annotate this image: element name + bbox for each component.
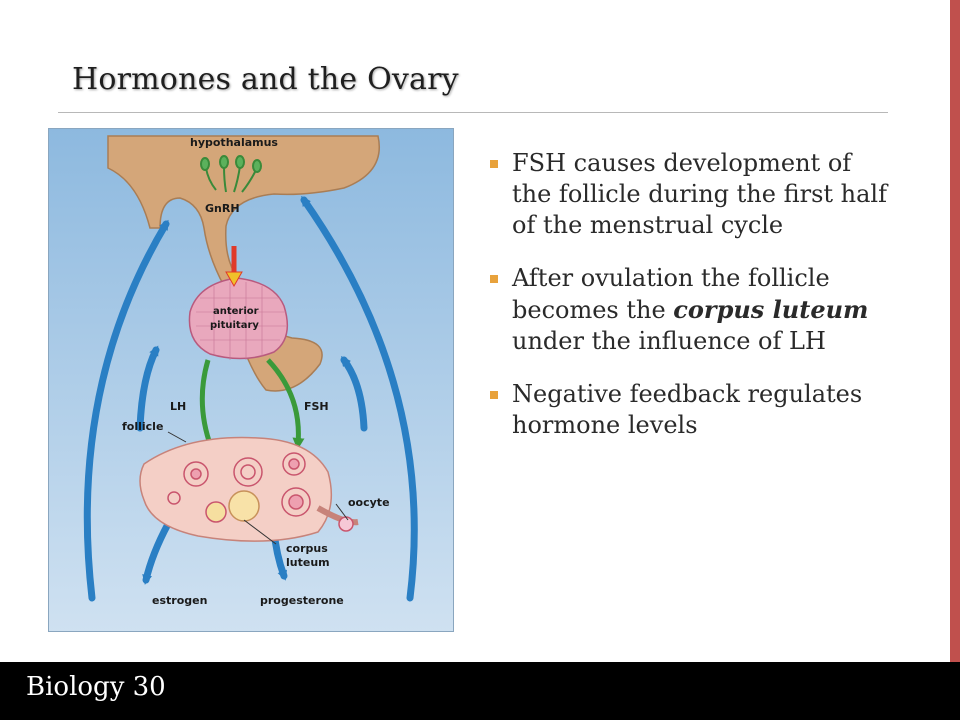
label-pituitary: pituitary bbox=[210, 320, 259, 331]
ovary-hormone-diagram: hypothalamus GnRH anterior pituitary LH … bbox=[47, 127, 455, 633]
bullet-marker bbox=[490, 160, 498, 168]
oocyte-cell bbox=[338, 516, 354, 532]
label-progesterone: progesterone bbox=[260, 594, 344, 607]
label-lh: LH bbox=[170, 400, 186, 413]
accent-bar bbox=[950, 0, 960, 662]
gnrh-arrowhead bbox=[225, 271, 243, 288]
bullet-item-feedback: Negative feedback regulates hormone leve… bbox=[488, 379, 898, 441]
bullet-text-before: After ovulation the follicle becomes the bbox=[512, 264, 830, 324]
label-follicle: follicle bbox=[122, 420, 163, 433]
pituitary-cell-texture bbox=[196, 282, 286, 360]
label-gnrh: GnRH bbox=[205, 202, 240, 215]
label-oocyte: oocyte bbox=[348, 496, 390, 509]
diagram-svg: hypothalamus GnRH anterior pituitary LH … bbox=[47, 127, 455, 633]
bullet-emphasis: corpus luteum bbox=[673, 295, 869, 324]
anterior-pituitary-shape bbox=[188, 277, 289, 360]
label-luteum: luteum bbox=[286, 556, 330, 569]
title-divider bbox=[58, 112, 888, 113]
label-fsh: FSH bbox=[304, 400, 329, 413]
bullet-item-fsh: FSH causes development of the follicle d… bbox=[488, 148, 898, 241]
bullet-text-after: under the influence of LH bbox=[512, 327, 826, 355]
label-leaders bbox=[167, 431, 349, 545]
bullet-marker bbox=[490, 391, 498, 399]
ovary-follicles bbox=[167, 452, 311, 523]
corpus-luteum-body bbox=[228, 490, 260, 522]
diagram-background bbox=[47, 127, 455, 633]
bullet-text: FSH causes development of the follicle d… bbox=[512, 149, 887, 239]
bullet-text: Negative feedback regulates hormone leve… bbox=[512, 380, 863, 439]
gnrh-neurons bbox=[200, 155, 262, 193]
label-hypothalamus: hypothalamus bbox=[190, 136, 278, 149]
bullet-item-ovulation: After ovulation the follicle becomes the… bbox=[488, 263, 898, 357]
footer-course-name: Biology 30 bbox=[26, 672, 166, 702]
bullet-marker bbox=[490, 275, 498, 283]
bullet-list: FSH causes development of the follicle d… bbox=[488, 148, 898, 463]
label-estrogen: estrogen bbox=[152, 594, 207, 607]
label-corpus: corpus bbox=[286, 542, 328, 555]
label-anterior: anterior bbox=[213, 306, 259, 317]
feedback-arrows bbox=[83, 195, 418, 602]
footer-bar: Biology 30 bbox=[0, 662, 960, 720]
slide-title: Hormones and the Ovary bbox=[72, 62, 459, 97]
